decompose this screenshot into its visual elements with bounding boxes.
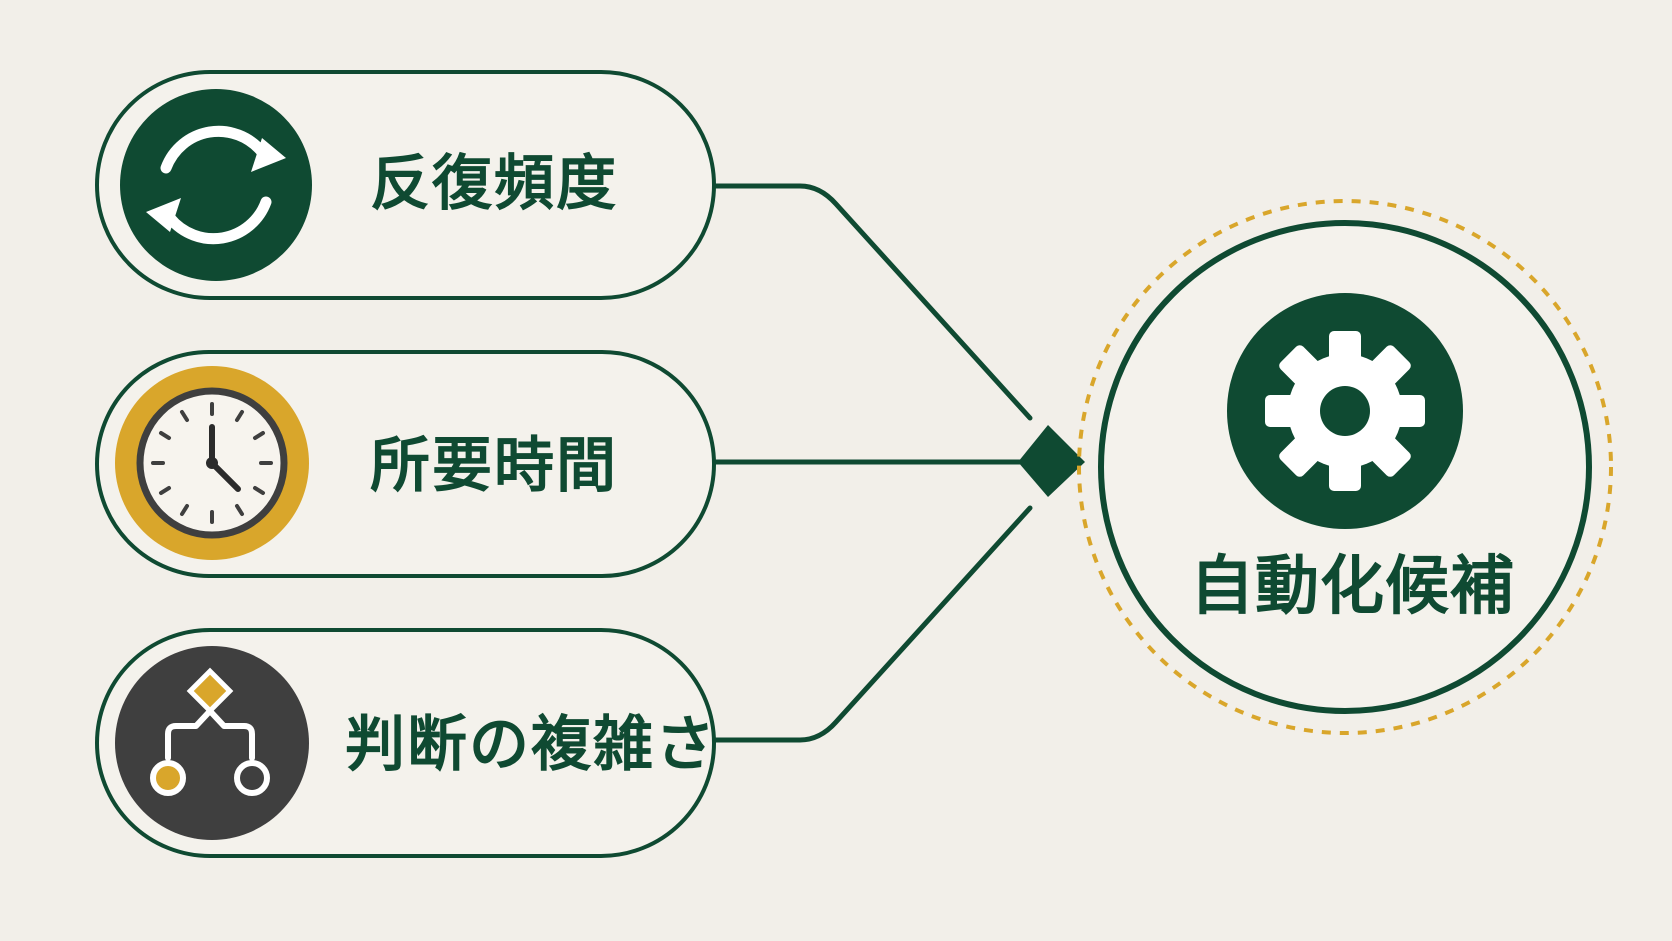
criterion-pill-complexity (95, 628, 716, 858)
criterion-label-frequency: 反復頻度 (370, 149, 618, 219)
criterion-label-complexity: 判断の複雑さ (345, 710, 717, 780)
connectors (712, 183, 1033, 743)
target-label: 自動化候補 (1190, 550, 1515, 624)
gear-icon (1227, 293, 1463, 529)
connector-frequency (712, 183, 1033, 421)
connector-complexity (712, 505, 1033, 743)
decision-flow-icon (115, 646, 309, 840)
criterion-label-time: 所要時間 (370, 431, 618, 501)
criterion-pill-time (95, 350, 716, 578)
arrow-head (1018, 425, 1085, 497)
criterion-pill-frequency (95, 70, 716, 300)
target-dashed-ring (1077, 199, 1613, 735)
clock-icon (115, 366, 309, 560)
refresh-icon (120, 89, 312, 281)
target-node (1077, 199, 1613, 735)
